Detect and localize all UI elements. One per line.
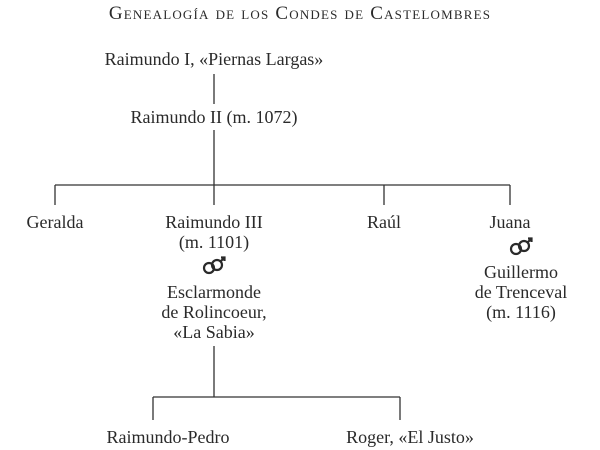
person-raimundo-iii-name: Raimundo III: [165, 212, 263, 232]
page-title: Genealogía de los Condes de Castelombres: [108, 3, 492, 24]
person-juana: Juana: [489, 212, 531, 232]
person-esclarmonde-line2: de Rolincoeur,: [161, 302, 267, 322]
person-guillermo-line2: de Trenceval: [474, 282, 568, 302]
person-geralda: Geralda: [26, 212, 84, 232]
person-roger: Roger, «El Justo»: [346, 427, 474, 447]
person-guillermo-death: (m. 1116): [486, 302, 556, 322]
person-raimundo-iii: Raimundo III (m. 1101): [165, 212, 262, 252]
marriage-rings-icon: [202, 256, 226, 275]
person-guillermo: Guillermo de Trenceval (m. 1116): [475, 262, 567, 322]
person-raimundo-ii: Raimundo II (m. 1072): [130, 107, 298, 127]
person-esclarmonde: Esclarmonde de Rolincoeur, «La Sabia»: [161, 282, 266, 342]
person-raimundo-pedro: Raimundo-Pedro: [106, 427, 230, 447]
person-esclarmonde-line1: Esclarmonde: [167, 282, 261, 302]
person-raimundo-iii-death: (m. 1101): [178, 232, 250, 252]
person-esclarmonde-epithet: «La Sabia»: [173, 322, 255, 342]
person-guillermo-line1: Guillermo: [483, 262, 558, 282]
person-raimundo-i: Raimundo I, «Piernas Largas»: [104, 49, 324, 69]
person-raul: Raúl: [367, 212, 401, 232]
marriage-rings-icon: [509, 237, 533, 256]
